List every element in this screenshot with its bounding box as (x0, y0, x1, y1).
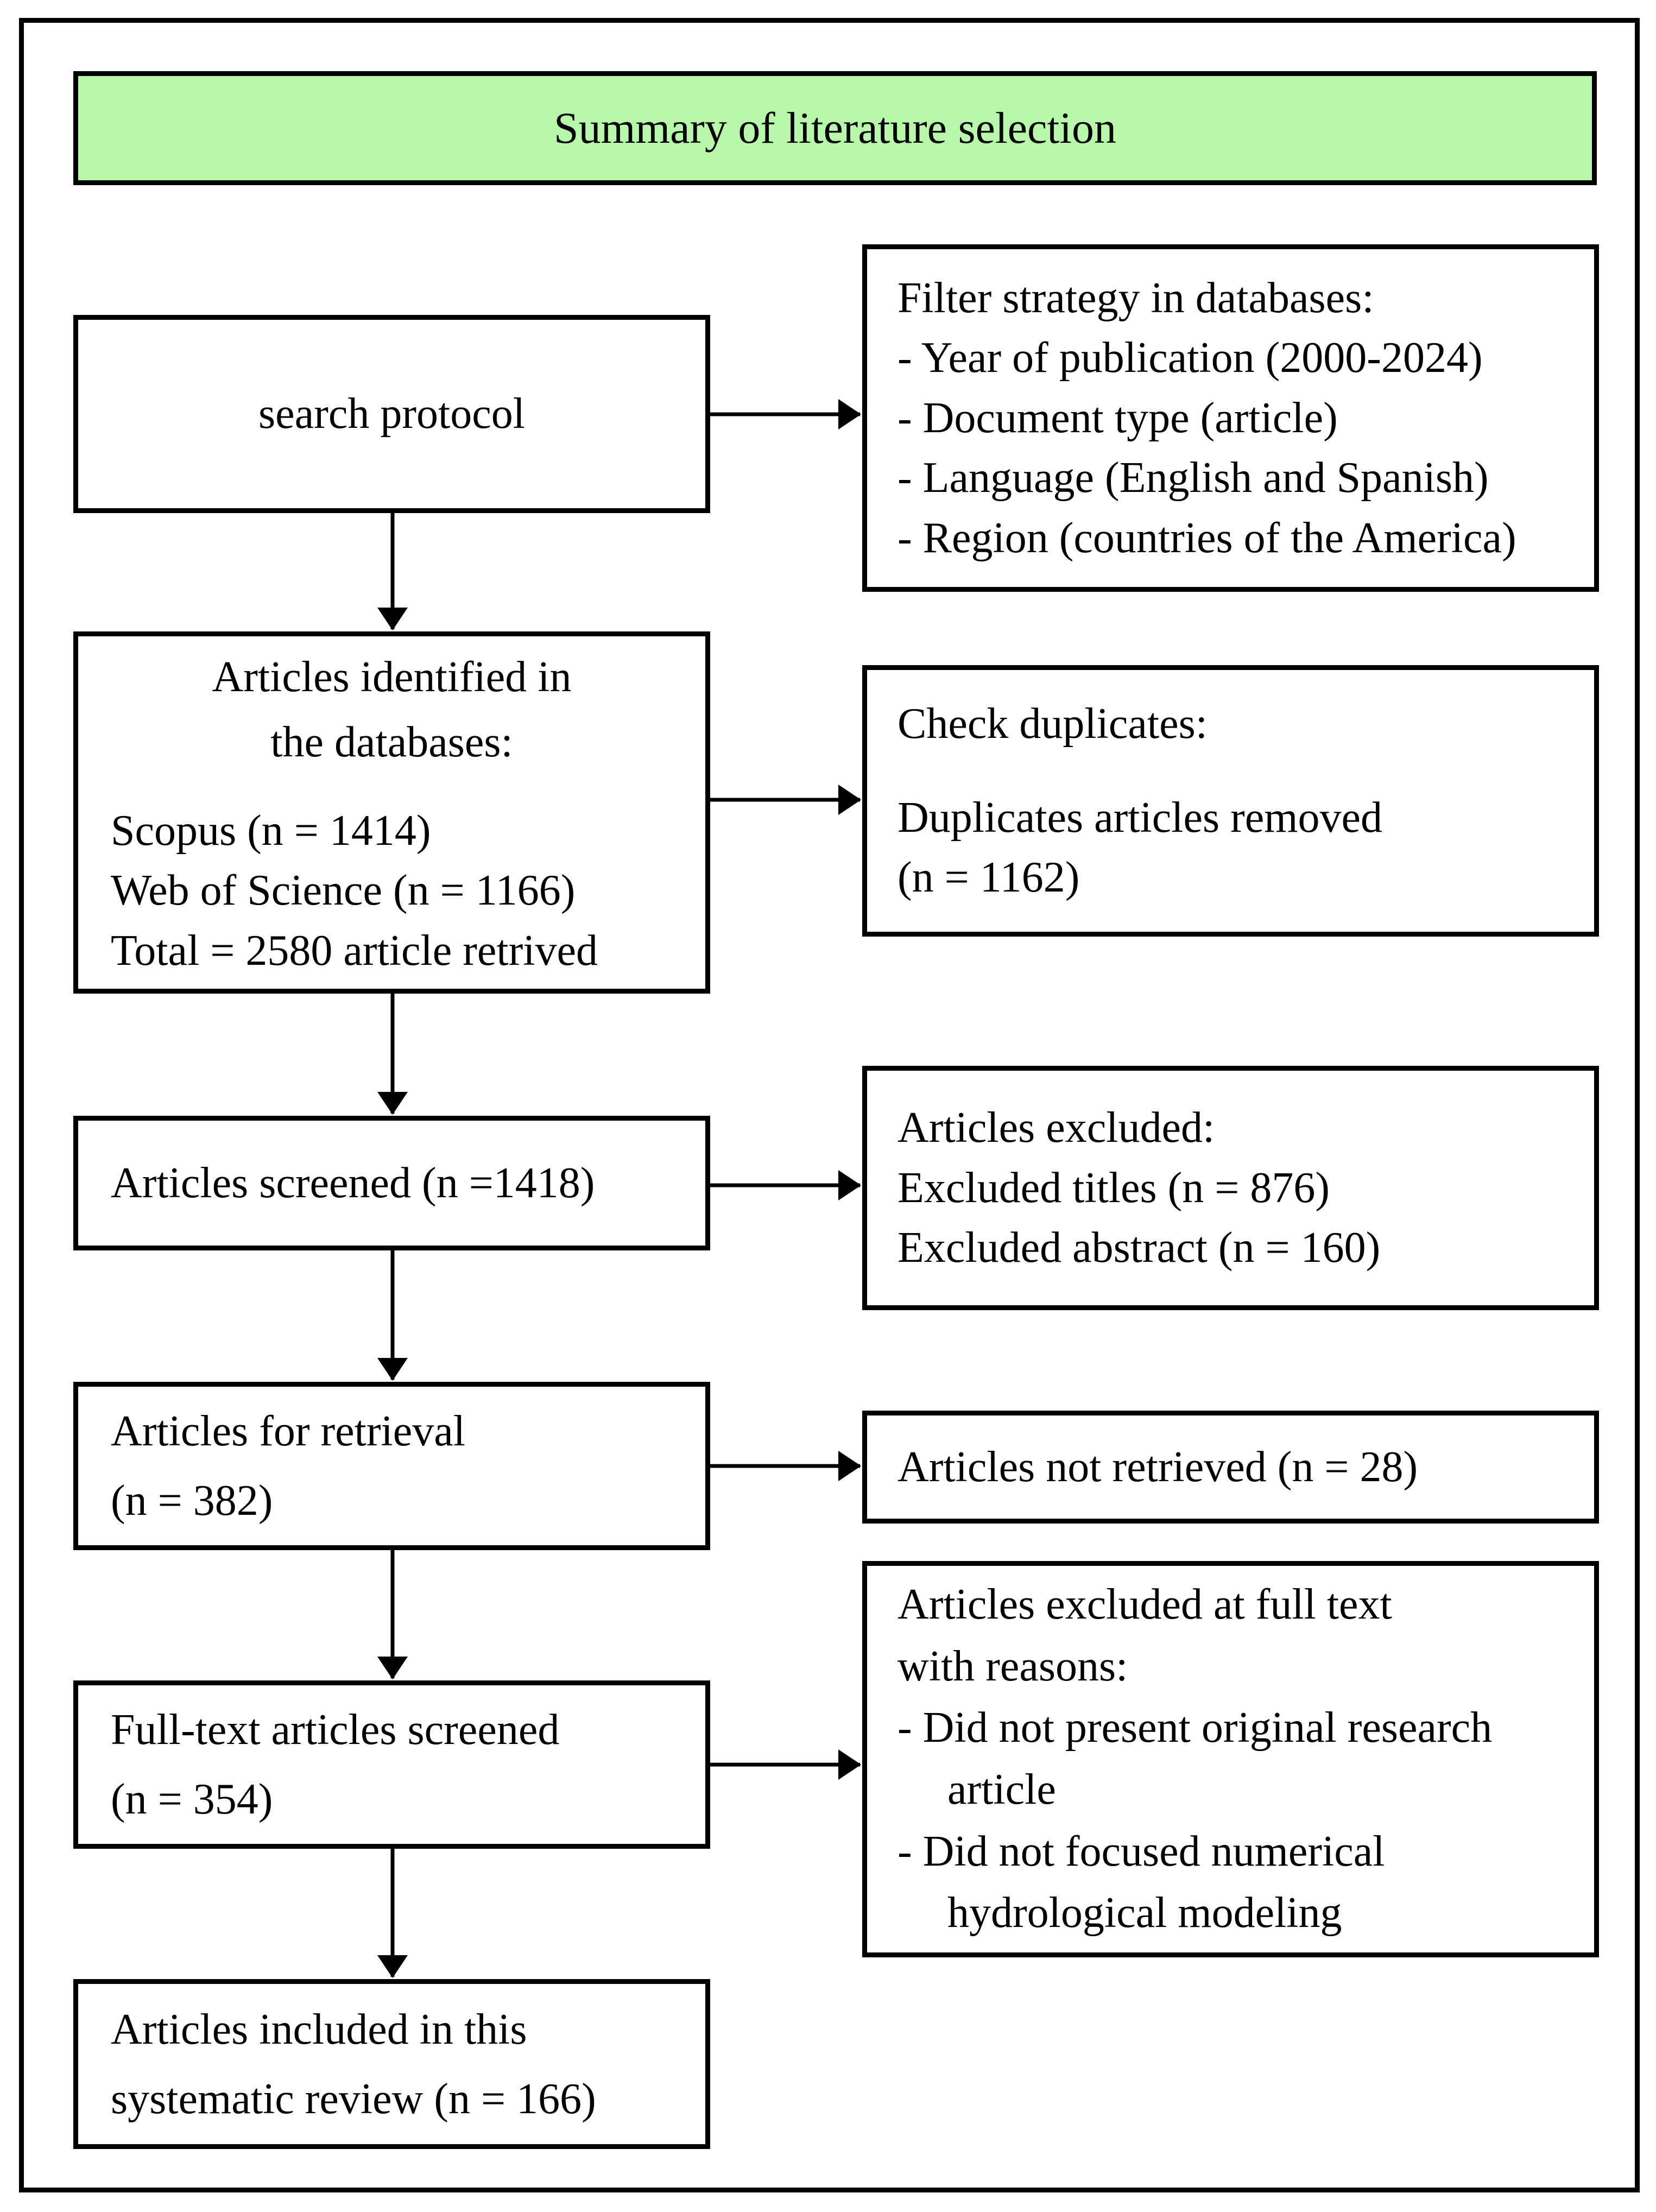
check-duplicates-heading: Check duplicates: (897, 700, 1208, 748)
retrieval-line: (n = 382) (111, 1477, 273, 1525)
diagram-border (19, 18, 1640, 2192)
not-retrieved-label: Articles not retrieved (n = 28) (897, 1443, 1418, 1491)
check-duplicates-details: Duplicates articles removed (n = 1162) (897, 788, 1585, 908)
identified-heading-line: Articles identified in (212, 653, 572, 701)
diagram-title: Summary of literature selection (553, 103, 1117, 153)
box-articles-excluded: Articles excluded: Excluded titles (n = … (862, 1066, 1599, 1310)
filter-line: - Language (English and Spanish) (897, 454, 1489, 502)
box-articles-screened: Articles screened (n =1418) (73, 1116, 710, 1250)
search-protocol-label: search protocol (258, 390, 525, 438)
fulltext-line: (n = 354) (111, 1775, 273, 1823)
box-articles-for-retrieval: Articles for retrieval (n = 382) (73, 1382, 710, 1550)
excluded-line: Excluded abstract (n = 160) (897, 1224, 1381, 1272)
filter-line: Filter strategy in databases: (897, 274, 1374, 323)
articles-identified-heading: Articles identified in the databases: (78, 644, 705, 775)
identified-heading-line: the databases: (270, 718, 513, 766)
duplicates-detail-line: (n = 1162) (897, 854, 1080, 902)
box-full-text-excluded: Articles excluded at full text with reas… (862, 1561, 1599, 1957)
filter-line: - Year of publication (2000-2024) (897, 334, 1483, 382)
fulltext-line: Full-text articles screened (111, 1706, 560, 1754)
excluded-line: Articles excluded: (897, 1104, 1215, 1152)
ftexcl-bullet-line: - Did not focused numerical (897, 1827, 1385, 1875)
included-line: systematic review (n = 166) (111, 2075, 596, 2123)
duplicates-detail-line: Duplicates articles removed (897, 793, 1382, 842)
filter-line: - Document type (article) (897, 394, 1338, 442)
identified-detail-line: Total = 2580 article retrived (111, 926, 598, 975)
included-line: Articles included in this (111, 2005, 527, 2053)
ftexcl-bullet-continuation: article (947, 1766, 1056, 1813)
filter-line: - Region (countries of the America) (897, 514, 1516, 562)
box-full-text-screened: Full-text articles screened (n = 354) (73, 1680, 710, 1849)
identified-detail-line: Scopus (n = 1414) (111, 806, 431, 855)
box-check-duplicates: Check duplicates: Duplicates articles re… (862, 665, 1599, 937)
ftexcl-bullet-continuation: hydrological modeling (947, 1889, 1342, 1937)
ftexcl-bullet-line: - Did not present original research (897, 1704, 1493, 1752)
excluded-line: Excluded titles (n = 876) (897, 1164, 1330, 1212)
box-search-protocol: search protocol (73, 315, 710, 513)
ftexcl-line: with reasons: (897, 1642, 1128, 1690)
articles-identified-details: Scopus (n = 1414) Web of Science (n = 11… (78, 801, 705, 981)
ftexcl-line: Articles excluded at full text (897, 1581, 1392, 1629)
box-filter-strategy: Filter strategy in databases: - Year of … (862, 244, 1599, 592)
box-articles-not-retrieved: Articles not retrieved (n = 28) (862, 1411, 1599, 1524)
title-box: Summary of literature selection (73, 71, 1597, 185)
retrieval-line: Articles for retrieval (111, 1407, 466, 1455)
box-articles-included: Articles included in this systematic rev… (73, 1979, 710, 2149)
box-articles-identified: Articles identified in the databases: Sc… (73, 631, 710, 994)
articles-screened-label: Articles screened (n =1418) (111, 1159, 595, 1207)
identified-detail-line: Web of Science (n = 1166) (111, 867, 576, 915)
